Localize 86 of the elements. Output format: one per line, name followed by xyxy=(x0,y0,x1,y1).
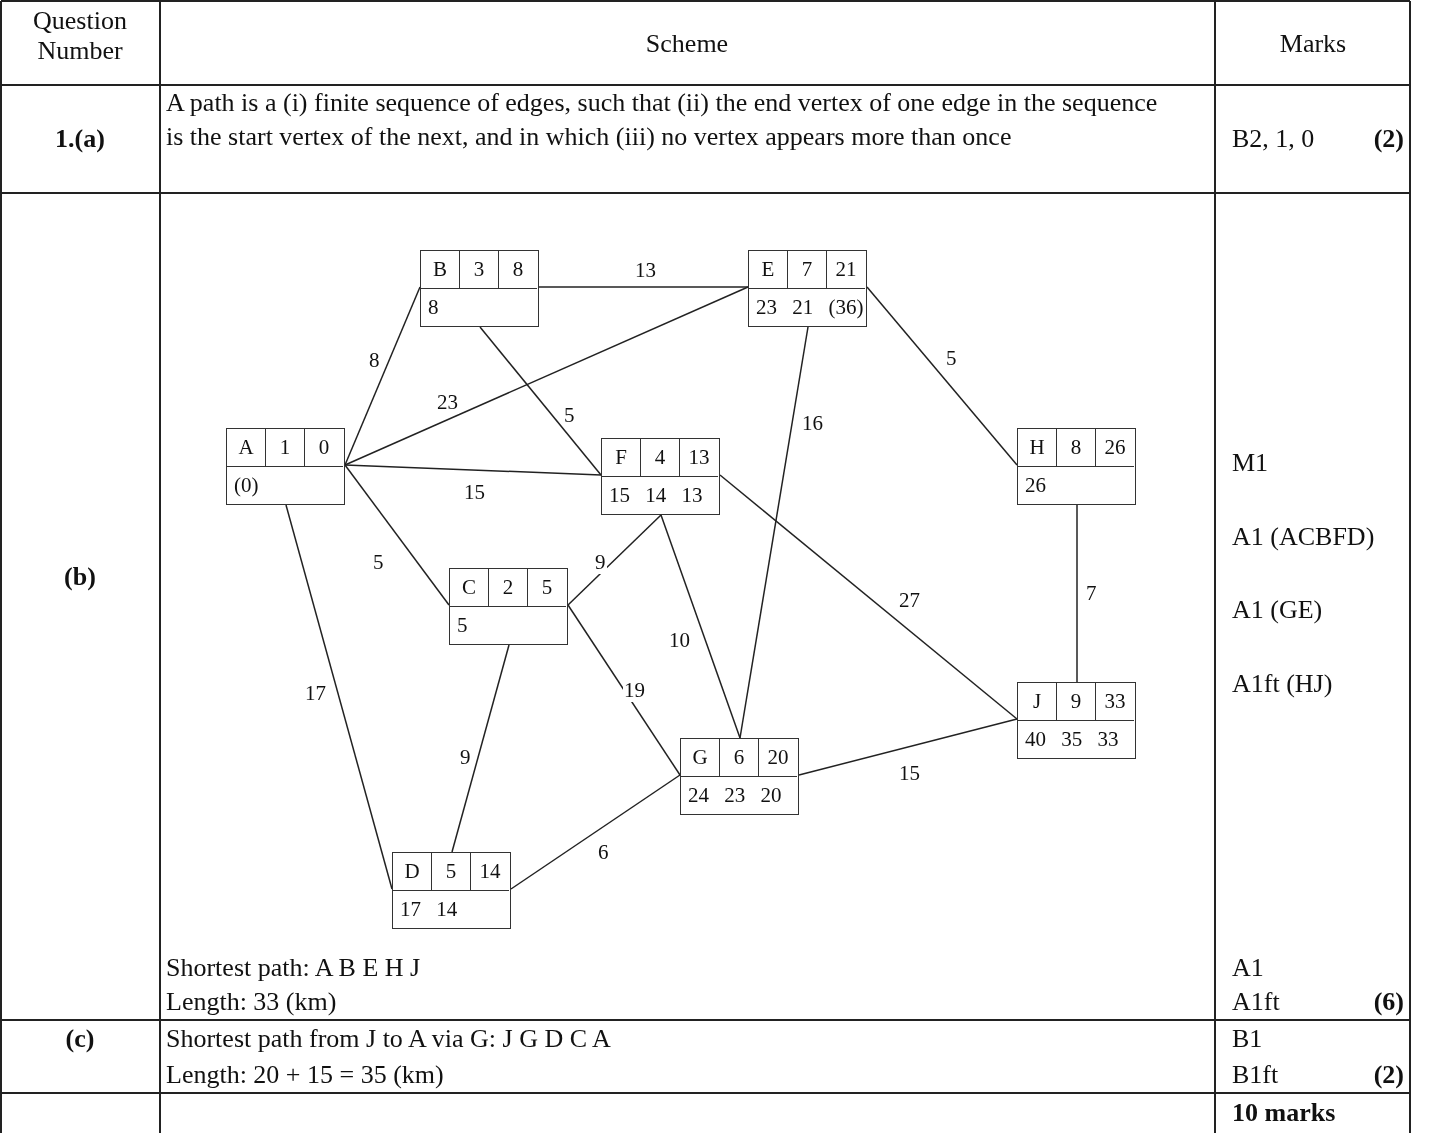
order-number: 2 xyxy=(489,569,528,606)
vertex-letter: G xyxy=(681,739,720,776)
final-value: 13 xyxy=(687,444,711,471)
column-header: Scheme xyxy=(644,28,730,60)
column-header: Question Number xyxy=(32,6,128,66)
vertex-letter: D xyxy=(393,853,432,890)
question-number: (c) xyxy=(64,1023,96,1055)
edge-line xyxy=(285,504,393,890)
vertex-letter: A xyxy=(227,429,266,466)
order-number: 4 xyxy=(641,439,680,476)
vertex-letter: B xyxy=(421,251,460,288)
final-value: 14 xyxy=(478,858,502,885)
working-values: 23 21 (36) xyxy=(749,288,865,325)
mark-code: M1 xyxy=(1232,447,1270,479)
working-values: 15 14 13 xyxy=(602,476,718,513)
edge-line xyxy=(567,604,681,776)
edge-line xyxy=(798,718,1018,776)
edge-line xyxy=(719,474,1018,720)
edge-line xyxy=(510,774,681,890)
order-number: 8 xyxy=(1057,429,1096,466)
total-marks: 10 marks xyxy=(1232,1097,1337,1129)
vertex-letter: H xyxy=(1018,429,1057,466)
edge-line xyxy=(344,464,450,606)
vertex-box xyxy=(601,438,720,515)
vertex-box xyxy=(449,568,568,645)
order-number: 3 xyxy=(460,251,499,288)
final-value: 21 xyxy=(834,256,858,283)
answer-text: Shortest path from J to A via G: J G D C A xyxy=(166,1023,612,1055)
vertex-letter: C xyxy=(450,569,489,606)
mark-code: B1 xyxy=(1232,1023,1264,1055)
working-values: 17 14 xyxy=(393,890,509,927)
order-number: 1 xyxy=(266,429,305,466)
vertex-box xyxy=(748,250,867,327)
mark-code: A1 xyxy=(1232,952,1265,984)
edge-line xyxy=(344,286,421,466)
mark-code: B1ft xyxy=(1232,1059,1280,1091)
order-number: 7 xyxy=(788,251,827,288)
vertex-box xyxy=(680,738,799,815)
final-value: 8 xyxy=(511,256,525,283)
vertex-letter: J xyxy=(1018,683,1057,720)
vertex-box xyxy=(420,250,539,327)
final-value: 20 xyxy=(766,744,790,771)
final-value: 33 xyxy=(1103,688,1127,715)
mark-code: B2, 1, 0 xyxy=(1232,123,1316,155)
vertex-box xyxy=(392,852,511,929)
final-value: 5 xyxy=(540,574,554,601)
mark-total: (6) xyxy=(1372,986,1404,1018)
final-value: 26 xyxy=(1103,434,1127,461)
edge-line xyxy=(739,326,809,739)
vertex-letter: E xyxy=(749,251,788,288)
edge-line xyxy=(866,286,1018,466)
final-value: 0 xyxy=(317,434,331,461)
answer-text: Length: 20 + 15 = 35 (km) xyxy=(166,1059,445,1091)
order-number: 9 xyxy=(1057,683,1096,720)
edge-line xyxy=(660,514,741,739)
mark-code: A1ft (HJ) xyxy=(1232,668,1334,700)
question-number: (b) xyxy=(63,561,97,593)
mark-total: (2) xyxy=(1372,1059,1404,1091)
answer-text: A path is a (i) finite sequence of edges, such that (ii) the end vertex of one edge in the sequence is the start vertex of the next, and in which (iii) no vertex appears more than once xyxy=(166,87,1159,153)
working-values: 24 23 20 xyxy=(681,776,797,813)
vertex-letter: F xyxy=(602,439,641,476)
mark-code: A1 (GE) xyxy=(1232,594,1324,626)
working-values: 5 xyxy=(450,606,566,643)
column-header: Marks xyxy=(1278,28,1348,60)
working-values: 26 xyxy=(1018,466,1134,503)
mark-code: A1ft xyxy=(1232,986,1281,1018)
mark-code: A1 (ACBFD) xyxy=(1232,521,1376,553)
answer-text: Length: 33 (km) xyxy=(166,986,338,1018)
edge-line xyxy=(479,326,602,476)
vertex-box xyxy=(226,428,345,505)
edge-line xyxy=(538,286,749,288)
vertex-box xyxy=(1017,428,1136,505)
order-number: 5 xyxy=(432,853,471,890)
edge-line xyxy=(567,514,662,606)
edge-line xyxy=(344,464,602,476)
edge-line xyxy=(1076,504,1078,683)
mark-total: (2) xyxy=(1372,123,1404,155)
vertex-box xyxy=(1017,682,1136,759)
working-values: (0) xyxy=(227,466,343,503)
question-number: 1.(a) xyxy=(54,123,106,155)
order-number: 6 xyxy=(720,739,759,776)
edge-line xyxy=(344,286,749,466)
edge-line xyxy=(451,644,510,853)
working-values: 8 xyxy=(421,288,537,325)
working-values: 40 35 33 xyxy=(1018,720,1134,757)
answer-text: Shortest path: A B E H J xyxy=(166,952,422,984)
